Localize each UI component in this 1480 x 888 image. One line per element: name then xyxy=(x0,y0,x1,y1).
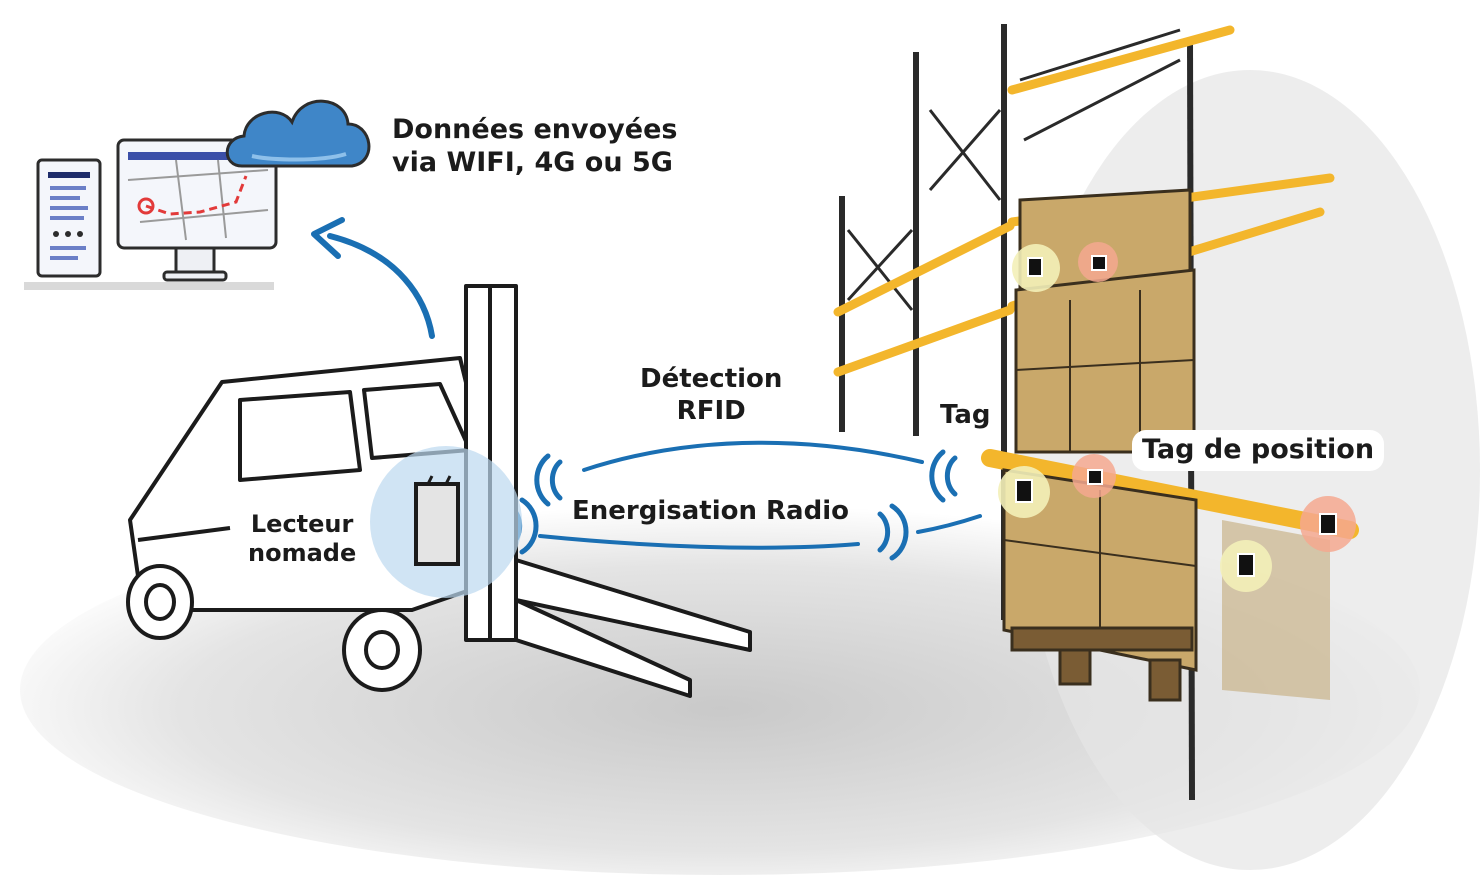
data-sent-label: Données envoyées via WIFI, 4G ou 5G xyxy=(392,114,677,180)
data-sent-line-2: via WIFI, 4G ou 5G xyxy=(392,146,673,178)
position-tag-label: Tag de position xyxy=(1132,430,1385,471)
energizing-label: Energisation Radio xyxy=(572,496,849,526)
detection-label: Détection RFID xyxy=(640,364,782,427)
reader-label: Lecteur nomade xyxy=(248,510,356,569)
monitor-icon xyxy=(116,138,278,282)
signal-lines xyxy=(538,440,982,550)
cloud-icon xyxy=(225,99,371,168)
reader-line-2: nomade xyxy=(248,539,357,568)
rfid-reader-icon xyxy=(370,446,522,598)
server-icon xyxy=(24,158,274,290)
upload-arrow xyxy=(311,217,435,339)
tag-label: Tag xyxy=(940,400,991,430)
reader-line-1: Lecteur xyxy=(250,510,354,538)
data-sent-line-1: Données envoyées xyxy=(392,114,678,145)
detection-line-2: RFID xyxy=(676,395,746,426)
tag-icon xyxy=(998,242,1356,592)
detection-line-1: Détection xyxy=(640,364,783,394)
